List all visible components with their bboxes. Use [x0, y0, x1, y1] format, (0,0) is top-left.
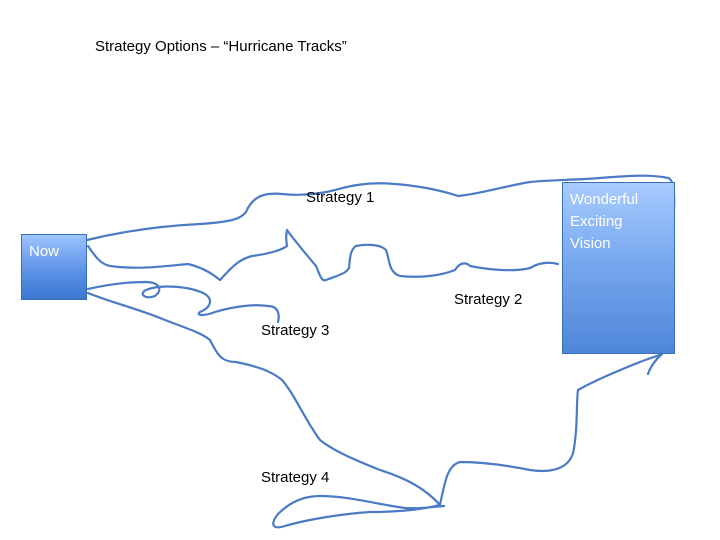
vision-box: Wonderful Exciting Vision [562, 182, 675, 354]
strategy-4-loop [272, 494, 446, 529]
strategy-2-track [86, 228, 560, 282]
strategy-3-label: Strategy 3 [261, 322, 330, 339]
slide-title: Strategy Options – “Hurricane Tracks” [95, 38, 347, 55]
strategy-4-label: Strategy 4 [261, 469, 330, 486]
vision-line-2: Exciting [570, 213, 623, 230]
strategy-3-track [86, 280, 280, 324]
strategy-2-label: Strategy 2 [454, 291, 523, 308]
vision-line-3: Vision [570, 235, 611, 252]
vision-line-1: Wonderful [570, 191, 639, 208]
strategy-1-track [85, 174, 676, 242]
now-label: Now [29, 243, 60, 260]
strategy-1-label: Strategy 1 [306, 189, 375, 206]
now-box: Now [21, 234, 87, 300]
